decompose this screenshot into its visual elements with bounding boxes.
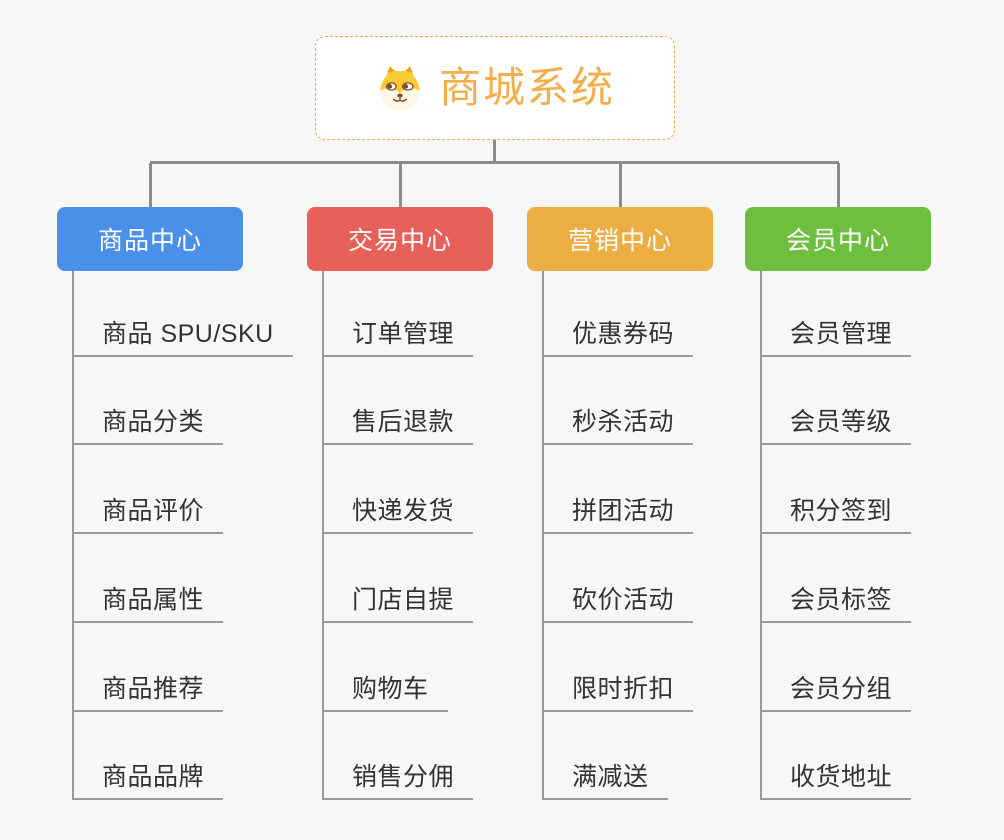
leaf-node-marketing-center-1[interactable]: 优惠券码 (542, 313, 694, 357)
leaf-node-member-center-6[interactable]: 收货地址 (760, 756, 912, 800)
leaf-node-trade-center-1[interactable]: 订单管理 (322, 313, 474, 357)
main-horizontal-connector (150, 161, 839, 164)
branch-connector-stub (398, 163, 402, 207)
branch-connector-stub (618, 163, 622, 207)
branch-header-member-center[interactable]: 会员中心 (745, 207, 931, 271)
branch-header-trade-center[interactable]: 交易中心 (307, 207, 493, 271)
leaf-node-member-center-3[interactable]: 积分签到 (760, 490, 912, 534)
leaf-node-product-center-4[interactable]: 商品属性 (72, 579, 224, 623)
leaf-node-member-center-2[interactable]: 会员等级 (760, 401, 912, 445)
leaf-node-trade-center-3[interactable]: 快递发货 (322, 490, 474, 534)
doge-face-icon (380, 66, 420, 110)
branch-column-line (72, 271, 74, 800)
leaf-node-product-center-2[interactable]: 商品分类 (72, 401, 224, 445)
branch-column-line (322, 271, 324, 800)
leaf-node-marketing-center-5[interactable]: 限时折扣 (542, 668, 694, 712)
leaf-node-product-center-5[interactable]: 商品推荐 (72, 668, 224, 712)
branch-connector-stub (148, 163, 152, 207)
leaf-node-marketing-center-2[interactable]: 秒杀活动 (542, 401, 694, 445)
root-connector-stub (493, 140, 496, 163)
branch-header-marketing-center[interactable]: 营销中心 (527, 207, 713, 271)
leaf-node-product-center-3[interactable]: 商品评价 (72, 490, 224, 534)
leaf-node-product-center-6[interactable]: 商品品牌 (72, 756, 224, 800)
leaf-node-member-center-1[interactable]: 会员管理 (760, 313, 912, 357)
branch-connector-stub (836, 163, 840, 207)
leaf-node-marketing-center-3[interactable]: 拼团活动 (542, 490, 694, 534)
branch-header-product-center[interactable]: 商品中心 (57, 207, 243, 271)
leaf-node-marketing-center-4[interactable]: 砍价活动 (542, 579, 694, 623)
leaf-node-member-center-4[interactable]: 会员标签 (760, 579, 912, 623)
leaf-node-product-center-1[interactable]: 商品 SPU/SKU (72, 313, 293, 357)
leaf-node-marketing-center-6[interactable]: 满减送 (542, 756, 668, 800)
root-title: 商城系统 (438, 64, 615, 111)
leaf-node-trade-center-2[interactable]: 售后退款 (322, 401, 474, 445)
leaf-node-trade-center-5[interactable]: 购物车 (322, 668, 448, 712)
leaf-node-member-center-5[interactable]: 会员分组 (760, 668, 912, 712)
root-node[interactable]: 商城系统 (315, 36, 675, 140)
branch-column-line (760, 271, 762, 800)
leaf-node-trade-center-4[interactable]: 门店自提 (322, 579, 474, 623)
leaf-node-trade-center-6[interactable]: 销售分佣 (322, 756, 474, 800)
branch-column-line (542, 271, 544, 800)
